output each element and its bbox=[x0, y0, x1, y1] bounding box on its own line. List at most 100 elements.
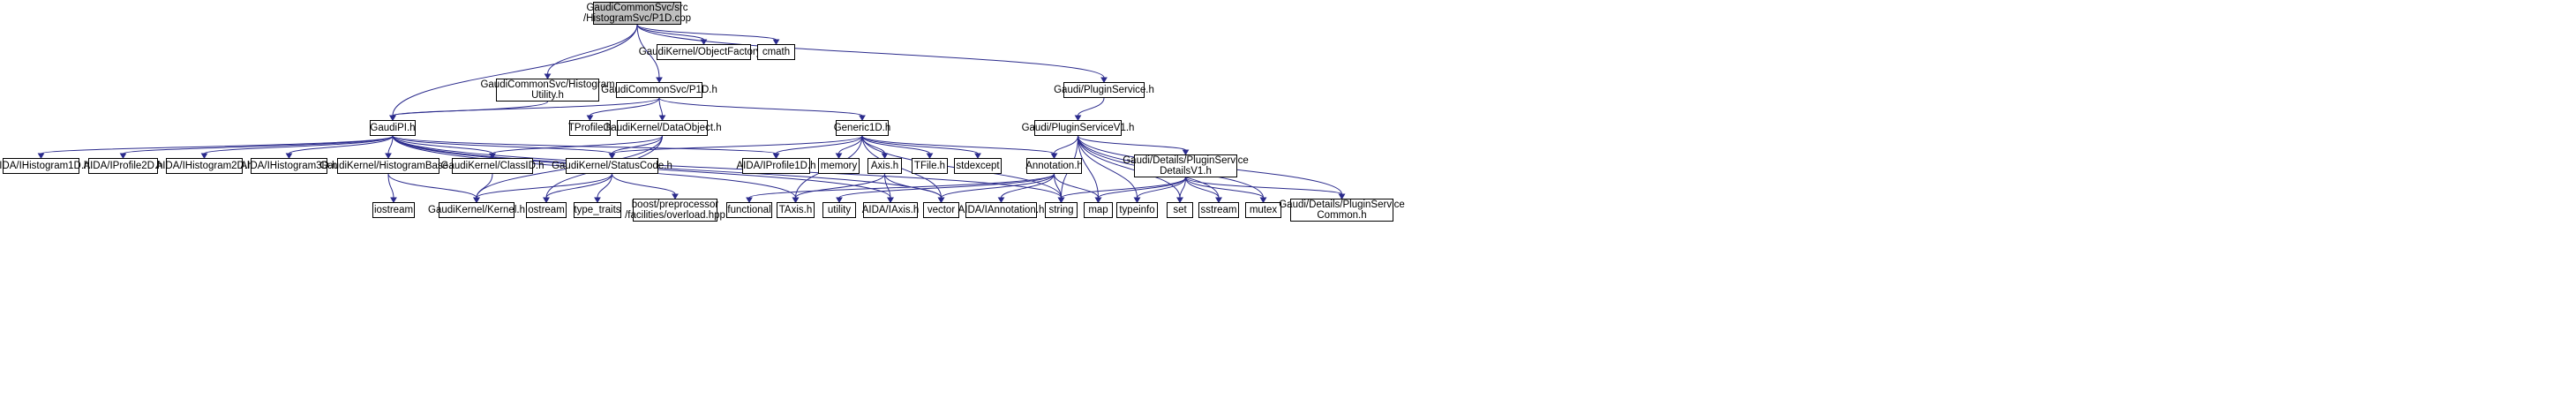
graph-node-ostream[interactable]: ostream bbox=[526, 202, 567, 218]
graph-node-taxis[interactable]: TAxis.h bbox=[777, 202, 815, 218]
graph-node-map[interactable]: map bbox=[1084, 202, 1113, 218]
edge-gaudipi-to-string bbox=[392, 135, 1062, 199]
arrowhead-detailsv1-to-map bbox=[1094, 197, 1102, 203]
graph-node-sstream[interactable]: sstream bbox=[1198, 202, 1239, 218]
graph-node-p1dh[interactable]: GaudiCommonSvc/P1D.h bbox=[601, 82, 717, 98]
edge-gaudipi-to-iprofile2d bbox=[123, 135, 394, 154]
edge-gaudipi-to-classid bbox=[392, 135, 493, 154]
edge-annotation-to-vector bbox=[941, 173, 1055, 199]
edge-axis-to-iaxis bbox=[884, 173, 891, 199]
graph-node-iannotation[interactable]: AIDA/IAnnotation.h bbox=[958, 202, 1044, 218]
arrowhead-generic1d-to-annotation bbox=[1050, 153, 1058, 159]
edge-detailsv1-to-set bbox=[1179, 177, 1186, 199]
graph-node-iaxis[interactable]: AIDA/IAxis.h bbox=[862, 202, 919, 218]
graph-node-ihistogram1d[interactable]: AIDA/IHistogram1D.h bbox=[0, 158, 89, 174]
edge-generic1d-to-tfile bbox=[861, 135, 930, 154]
edge-root-to-objfactory bbox=[636, 24, 704, 41]
arrowhead-pluginservicev1-to-detailsv1 bbox=[1182, 149, 1190, 155]
arrowhead-annotation-to-iannotation bbox=[997, 197, 1005, 203]
arrowhead-gaudipi-to-ihistogram2d bbox=[200, 153, 208, 159]
edge-annotation-to-string bbox=[1054, 173, 1062, 199]
arrowhead-detailsv1-to-mutex bbox=[1259, 197, 1267, 203]
graph-node-mutex[interactable]: mutex bbox=[1245, 202, 1281, 218]
edge-gaudipi-to-ihistogram3d bbox=[289, 135, 394, 154]
graph-node-iprofile1d[interactable]: AIDA/IProfile1D.h bbox=[736, 158, 816, 174]
arrowhead-generic1d-to-stdexcept bbox=[974, 153, 981, 159]
edge-histogrambase-to-kernel bbox=[387, 173, 477, 199]
graph-node-iostream[interactable]: iostream bbox=[372, 202, 415, 218]
edge-annotation-to-map bbox=[1054, 173, 1099, 199]
graph-node-pluginservicev1[interactable]: Gaudi/PluginServiceV1.h bbox=[1022, 120, 1134, 136]
edge-annotation-to-iannotation bbox=[1001, 173, 1055, 199]
graph-node-functional[interactable]: functional bbox=[726, 202, 772, 218]
arrowhead-gaudipi-to-histogrambase bbox=[385, 153, 392, 159]
edge-annotation-to-utility bbox=[838, 173, 1055, 199]
graph-node-histutil[interactable]: GaudiCommonSvc/Histogram Utility.h bbox=[480, 79, 615, 102]
edge-generic1d-to-stdexcept bbox=[861, 135, 979, 154]
arrowhead-detailsv1-to-set bbox=[1176, 197, 1183, 203]
edge-statuscode-to-ostream bbox=[545, 173, 612, 199]
edge-pluginservicev1-to-detailsv1 bbox=[1078, 135, 1186, 151]
graph-node-detailsv1[interactable]: Gaudi/Details/PluginService DetailsV1.h bbox=[1123, 154, 1249, 177]
edge-statuscode-to-overloadhpp bbox=[612, 173, 676, 195]
edge-root-to-p1dh bbox=[636, 24, 660, 79]
edge-detailsv1-to-typeinfo bbox=[1137, 177, 1186, 199]
edge-gaudipi-to-ihistogram2d bbox=[204, 135, 394, 154]
arrowhead-histogrambase-to-iostream bbox=[390, 197, 397, 203]
graph-node-ihistogram2d[interactable]: AIDA/IHistogram2D.h bbox=[156, 158, 252, 174]
graph-node-iprofile2d[interactable]: AIDA/IProfile2D.h bbox=[83, 158, 163, 174]
graph-node-tprofile[interactable]: TProfile.h bbox=[568, 120, 612, 136]
graph-node-typeinfo[interactable]: typeinfo bbox=[1116, 202, 1158, 218]
graph-node-gaudipi[interactable]: GaudiPI.h bbox=[370, 120, 416, 136]
graph-node-utility[interactable]: utility bbox=[822, 202, 856, 218]
graph-node-root[interactable]: GaudiCommonSvc/src /HistogramSvc/P1D.cpp bbox=[582, 2, 692, 25]
graph-node-set[interactable]: set bbox=[1167, 202, 1193, 218]
edge-classid-to-kernel bbox=[476, 173, 493, 199]
graph-node-cmath[interactable]: cmath bbox=[757, 44, 795, 60]
edge-statuscode-to-type_traits bbox=[597, 173, 612, 199]
arrowhead-axis-to-iaxis bbox=[887, 197, 894, 203]
arrowhead-statuscode-to-type_traits bbox=[594, 197, 601, 203]
graph-node-dataobject[interactable]: GaudiKernel/DataObject.h bbox=[603, 120, 722, 136]
graph-node-axis[interactable]: Axis.h bbox=[867, 158, 902, 174]
graph-node-string[interactable]: string bbox=[1045, 202, 1078, 218]
edge-gaudipi-to-statuscode bbox=[392, 135, 612, 154]
edge-detailsv1-to-map bbox=[1098, 177, 1186, 199]
graph-node-ihistogram3d[interactable]: AIDA/IHistogram3D.h bbox=[241, 158, 337, 174]
edge-p1dh-to-gaudipi bbox=[392, 97, 660, 117]
graph-node-classid[interactable]: GaudiKernel/ClassID.h bbox=[441, 158, 544, 174]
graph-node-memory[interactable]: memory bbox=[818, 158, 860, 174]
graph-node-pluginservice[interactable]: Gaudi/PluginService.h bbox=[1054, 82, 1154, 98]
arrowhead-root-to-cmath bbox=[772, 39, 780, 45]
graph-node-overloadhpp[interactable]: boost/preprocessor /facilities/overload.… bbox=[625, 199, 725, 222]
edge-generic1d-to-annotation bbox=[861, 135, 1055, 154]
graph-node-vector[interactable]: vector bbox=[923, 202, 959, 218]
graph-node-objfactory[interactable]: GaudiKernel/ObjectFactory.h bbox=[639, 44, 769, 60]
arrowhead-root-to-pluginservice bbox=[1100, 77, 1108, 83]
edge-root-to-pluginservice bbox=[636, 24, 1105, 79]
arrowhead-root-to-p1dh bbox=[656, 77, 663, 83]
edge-p1dh-to-tprofile bbox=[590, 97, 660, 117]
graph-node-type_traits[interactable]: type_traits bbox=[574, 202, 621, 218]
arrowhead-gaudipi-to-iprofile2d bbox=[119, 153, 127, 159]
arrowhead-dataobject-to-classid bbox=[489, 153, 496, 159]
graph-node-kernel[interactable]: GaudiKernel/Kernel.h bbox=[428, 202, 525, 218]
edge-generic1d-to-iprofile1d bbox=[776, 135, 863, 154]
arrowhead-annotation-to-vector bbox=[937, 197, 945, 203]
edge-p1dh-to-generic1d bbox=[658, 97, 863, 117]
edge-pluginservice-to-pluginservicev1 bbox=[1078, 97, 1105, 117]
graph-node-histogrambase[interactable]: GaudiKernel/HistogramBase.h bbox=[319, 158, 457, 174]
graph-node-stdexcept[interactable]: stdexcept bbox=[954, 158, 1002, 174]
graph-node-common[interactable]: Gaudi/Details/PluginService Common.h bbox=[1279, 199, 1405, 222]
edge-annotation-to-functional bbox=[748, 173, 1055, 199]
arrowhead-generic1d-to-axis bbox=[881, 153, 889, 159]
arrowhead-gaudipi-to-ihistogram3d bbox=[285, 153, 293, 159]
arrowhead-generic1d-to-statuscode bbox=[608, 153, 616, 159]
graph-node-statuscode[interactable]: GaudiKernel/StatusCode.h bbox=[552, 158, 672, 174]
arrowhead-axis-to-taxis bbox=[792, 197, 800, 203]
edge-generic1d-to-memory bbox=[838, 135, 863, 154]
graph-node-tfile[interactable]: TFile.h bbox=[912, 158, 948, 174]
graph-node-annotation[interactable]: Annotation.h bbox=[1025, 158, 1083, 174]
graph-node-generic1d[interactable]: Generic1D.h bbox=[834, 120, 890, 136]
arrowhead-root-to-histutil bbox=[544, 73, 552, 79]
